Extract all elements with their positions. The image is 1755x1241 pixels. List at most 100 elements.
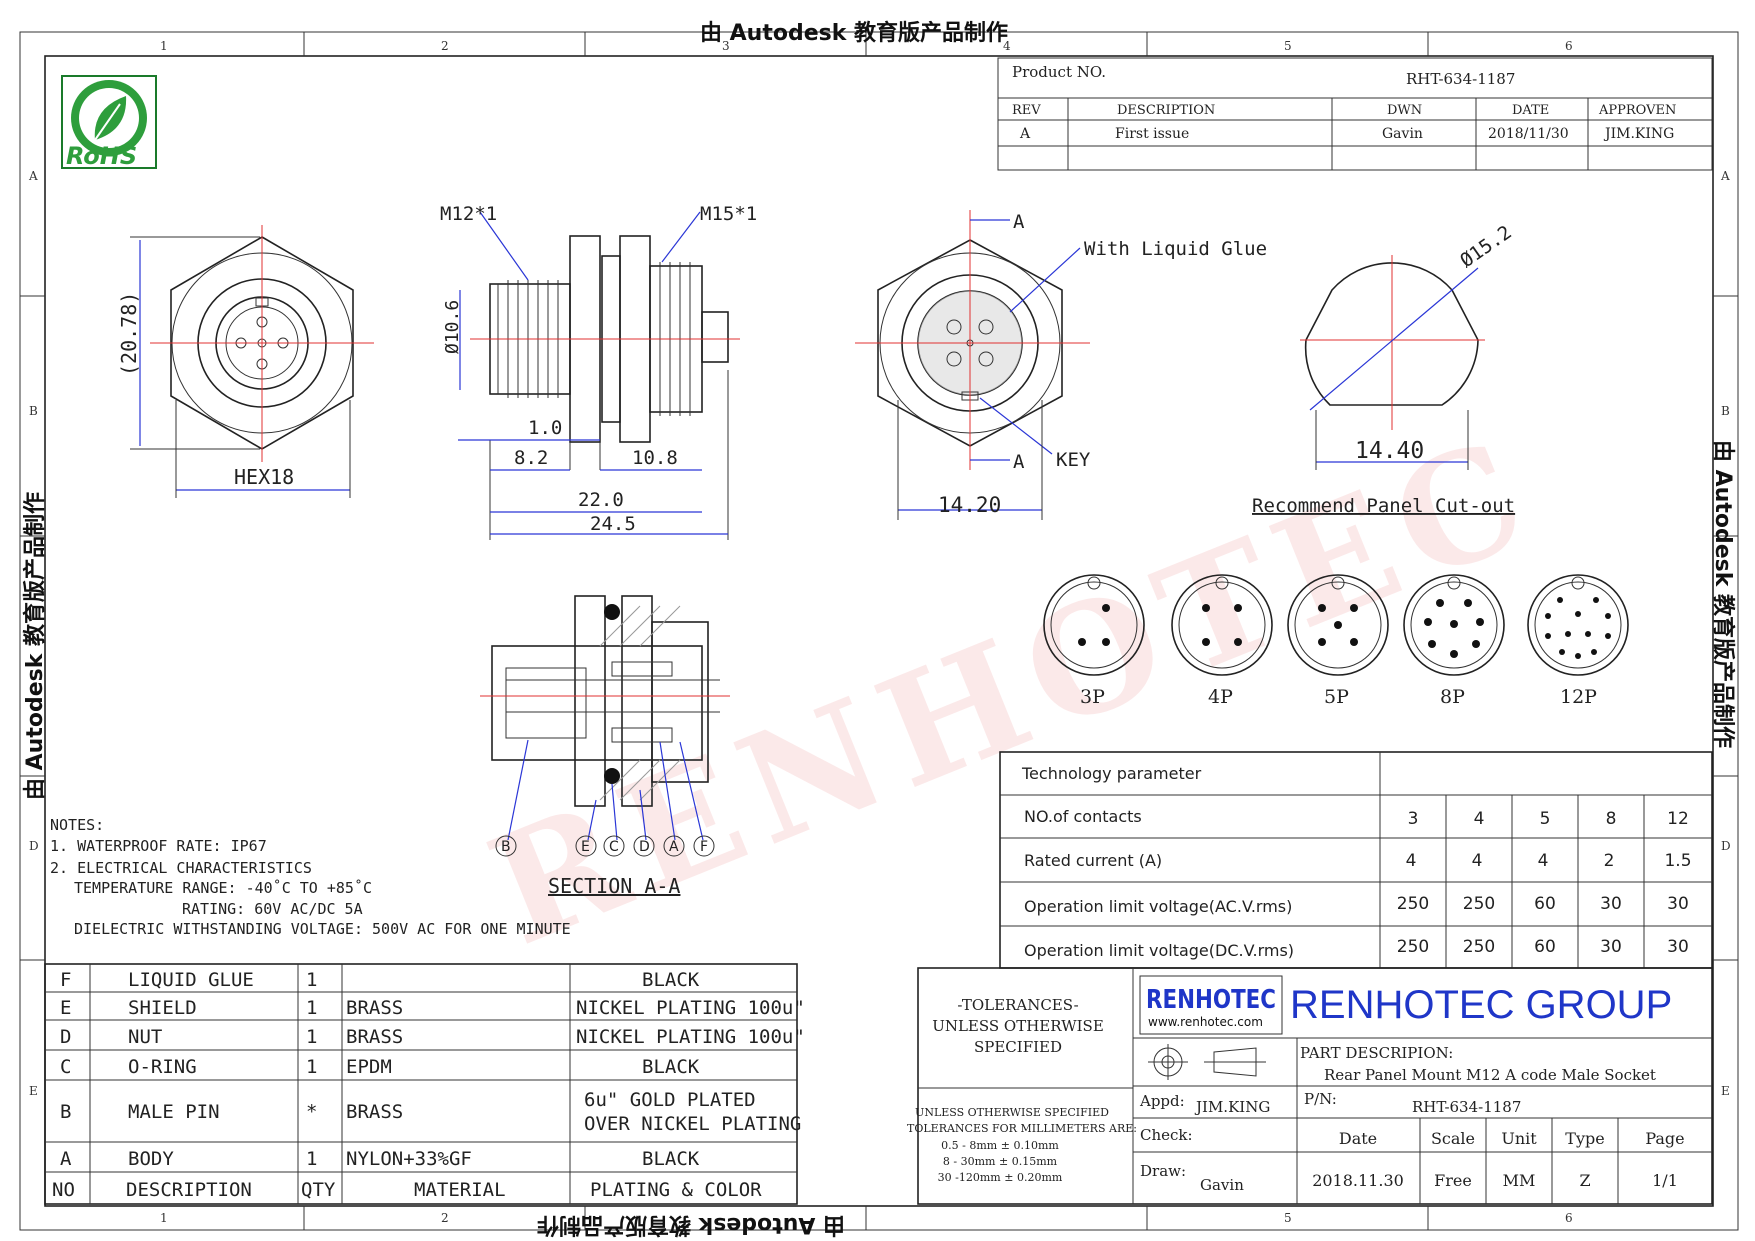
- col-label: 6: [1565, 39, 1573, 53]
- pin-3p-label: 3P: [1080, 686, 1105, 708]
- tolerance-line-3: SPECIFIED: [974, 1038, 1062, 1056]
- autodesk-watermark-right: 由 Autodesk 教育版产品制作: [1710, 440, 1736, 748]
- approven-header: APPROVEN: [1598, 103, 1676, 118]
- bom-b-plating: 6u" GOLD PLATED: [584, 1089, 756, 1111]
- renhotec-logo: RENHOTEC www.renhotec.com: [1139, 975, 1283, 1035]
- tb-date-value: 2018.11.30: [1312, 1171, 1404, 1190]
- row-label: E: [1721, 1084, 1730, 1098]
- tb-type-header: Type: [1565, 1129, 1604, 1148]
- rohs-logo: RoHS: [61, 75, 157, 170]
- row-label: A: [1720, 169, 1730, 183]
- bom-header-no: NO: [52, 1179, 75, 1201]
- dim-front-height: (20.78): [117, 292, 141, 376]
- callout-e: E: [581, 839, 590, 855]
- tech-cell: 60: [1534, 937, 1556, 957]
- pin-layout-4p: 4P: [1171, 574, 1273, 708]
- bom-d-no: D: [60, 1026, 71, 1048]
- pin-layouts: 3P 4P 5P 8P: [1043, 574, 1629, 708]
- tech-table: Technology parameter NO.of contacts Rate…: [999, 751, 1713, 969]
- bom-a-material: NYLON+33%GF: [346, 1148, 472, 1170]
- dim-22-0: 22.0: [578, 489, 624, 511]
- tech-ac-label: Operation limit voltage(AC.V.rms): [1024, 897, 1292, 916]
- tolerance-title: -TOLERANCES-: [957, 996, 1078, 1014]
- tech-cell: 250: [1397, 937, 1429, 957]
- tech-title: Technology parameter: [1021, 764, 1202, 783]
- dim-24-5: 24.5: [590, 513, 636, 535]
- note-2: 2. ELECTRICAL CHARACTERISTICS: [50, 859, 312, 877]
- bom-a-desc: BODY: [128, 1148, 174, 1170]
- row-label: B: [1721, 404, 1730, 418]
- autodesk-watermark-top: 由 Autodesk 教育版产品制作: [700, 20, 1008, 46]
- dwn-header: DWN: [1387, 103, 1422, 118]
- dwn-value: Gavin: [1382, 126, 1423, 142]
- row-label: D: [1721, 839, 1731, 853]
- part-desc-label: PART DESCRIPION:: [1300, 1044, 1453, 1062]
- outer-border: [19, 31, 1739, 1231]
- col-label: 5: [1284, 1211, 1292, 1225]
- tech-cell: 1.5: [1664, 851, 1691, 871]
- tech-cell: 30: [1667, 937, 1689, 957]
- bom-a-no: A: [60, 1148, 72, 1170]
- col-label: 6: [1565, 1211, 1573, 1225]
- bom-header-plating: PLATING & COLOR: [590, 1179, 762, 1201]
- part-desc-value: Rear Panel Mount M12 A code Male Socket: [1324, 1066, 1656, 1084]
- rev-value: A: [1019, 126, 1031, 142]
- appd-value: JIM.KING: [1194, 1098, 1270, 1116]
- notes: NOTES: 1. WATERPROOF RATE: IP67 2. ELECT…: [50, 816, 571, 938]
- row-label: D: [29, 839, 39, 853]
- callout-a: A: [669, 839, 679, 855]
- bom-header-material: MATERIAL: [414, 1179, 506, 1201]
- tech-cell: 60: [1534, 894, 1556, 914]
- tolerance-small-4: 8 - 30mm ± 0.15mm: [943, 1155, 1058, 1168]
- pn-label: P/N:: [1304, 1090, 1337, 1108]
- dim-14-40: 14.40: [1355, 438, 1424, 464]
- dim-cutout-diameter: Ø15.2: [1456, 221, 1515, 272]
- row-label: A: [28, 169, 38, 183]
- bom-f-color: BLACK: [642, 969, 700, 991]
- col-label: 1: [160, 39, 168, 53]
- front-view: (20.78) HEX18: [117, 225, 374, 498]
- tech-cell: 12: [1667, 809, 1689, 829]
- bom-c-qty: 1: [306, 1056, 317, 1078]
- tech-cell: 250: [1463, 894, 1495, 914]
- rev-header: REV: [1012, 103, 1041, 118]
- tech-cell: 3: [1408, 809, 1419, 829]
- tech-cell: 4: [1474, 809, 1485, 829]
- tb-unit-value: MM: [1503, 1171, 1536, 1190]
- tb-date-header: Date: [1339, 1129, 1377, 1148]
- col-label: 2: [441, 1211, 449, 1225]
- date-header: DATE: [1512, 103, 1549, 118]
- autodesk-watermark-bottom: 由 Autodesk 教育版产品制作: [537, 1212, 845, 1238]
- tb-scale-header: Scale: [1431, 1129, 1475, 1148]
- note-temp: TEMPERATURE RANGE: -40˚C TO +85˚C: [74, 879, 372, 897]
- section-mark-a-bottom: A: [1013, 451, 1025, 473]
- bom-e-material: BRASS: [346, 997, 403, 1019]
- callout-b: B: [501, 839, 511, 855]
- pin-layout-8p: 8P: [1403, 574, 1505, 708]
- pin-layout-12p: 12P: [1527, 574, 1629, 708]
- bom-b-desc: MALE PIN: [128, 1101, 220, 1123]
- dim-hex: HEX18: [234, 465, 294, 489]
- bom-d-plating: NICKEL PLATING 100u": [576, 1026, 805, 1048]
- dim-diameter: Ø10.6: [442, 300, 463, 354]
- logo-url: www.renhotec.com: [1148, 1015, 1263, 1029]
- revision-table: Product NO. RHT-634-1187 REV DESCRIPTION…: [997, 57, 1713, 171]
- note-dielectric: DIELECTRIC WITHSTANDING VOLTAGE: 500V AC…: [74, 920, 571, 938]
- inner-border: [44, 55, 1714, 1207]
- bom-e-desc: SHIELD: [128, 997, 197, 1019]
- pin-layout-3p: 3P: [1043, 574, 1145, 708]
- tech-cell: 5: [1540, 809, 1551, 829]
- draw-label: Draw:: [1140, 1162, 1186, 1180]
- col-label: 1: [160, 1211, 168, 1225]
- tech-current-label: Rated current (A): [1024, 851, 1162, 870]
- pin-layout-5p: 5P: [1287, 574, 1389, 708]
- pn-value: RHT-634-1187: [1412, 1098, 1521, 1116]
- notes-title: NOTES:: [50, 816, 104, 834]
- bom-header-qty: QTY: [301, 1179, 336, 1201]
- rear-view: A A With Liquid Glue KEY 14.20: [855, 210, 1267, 520]
- side-view: M12*1 M15*1 Ø10.6 1.0 8.2 10.8 22.0 24.5: [440, 203, 757, 540]
- cutout-title: Recommend Panel Cut-out: [1252, 495, 1515, 517]
- tech-cell: 2: [1604, 851, 1615, 871]
- bom-table: F LIQUID GLUE 1 BLACK E SHIELD 1 BRASS N…: [44, 963, 805, 1205]
